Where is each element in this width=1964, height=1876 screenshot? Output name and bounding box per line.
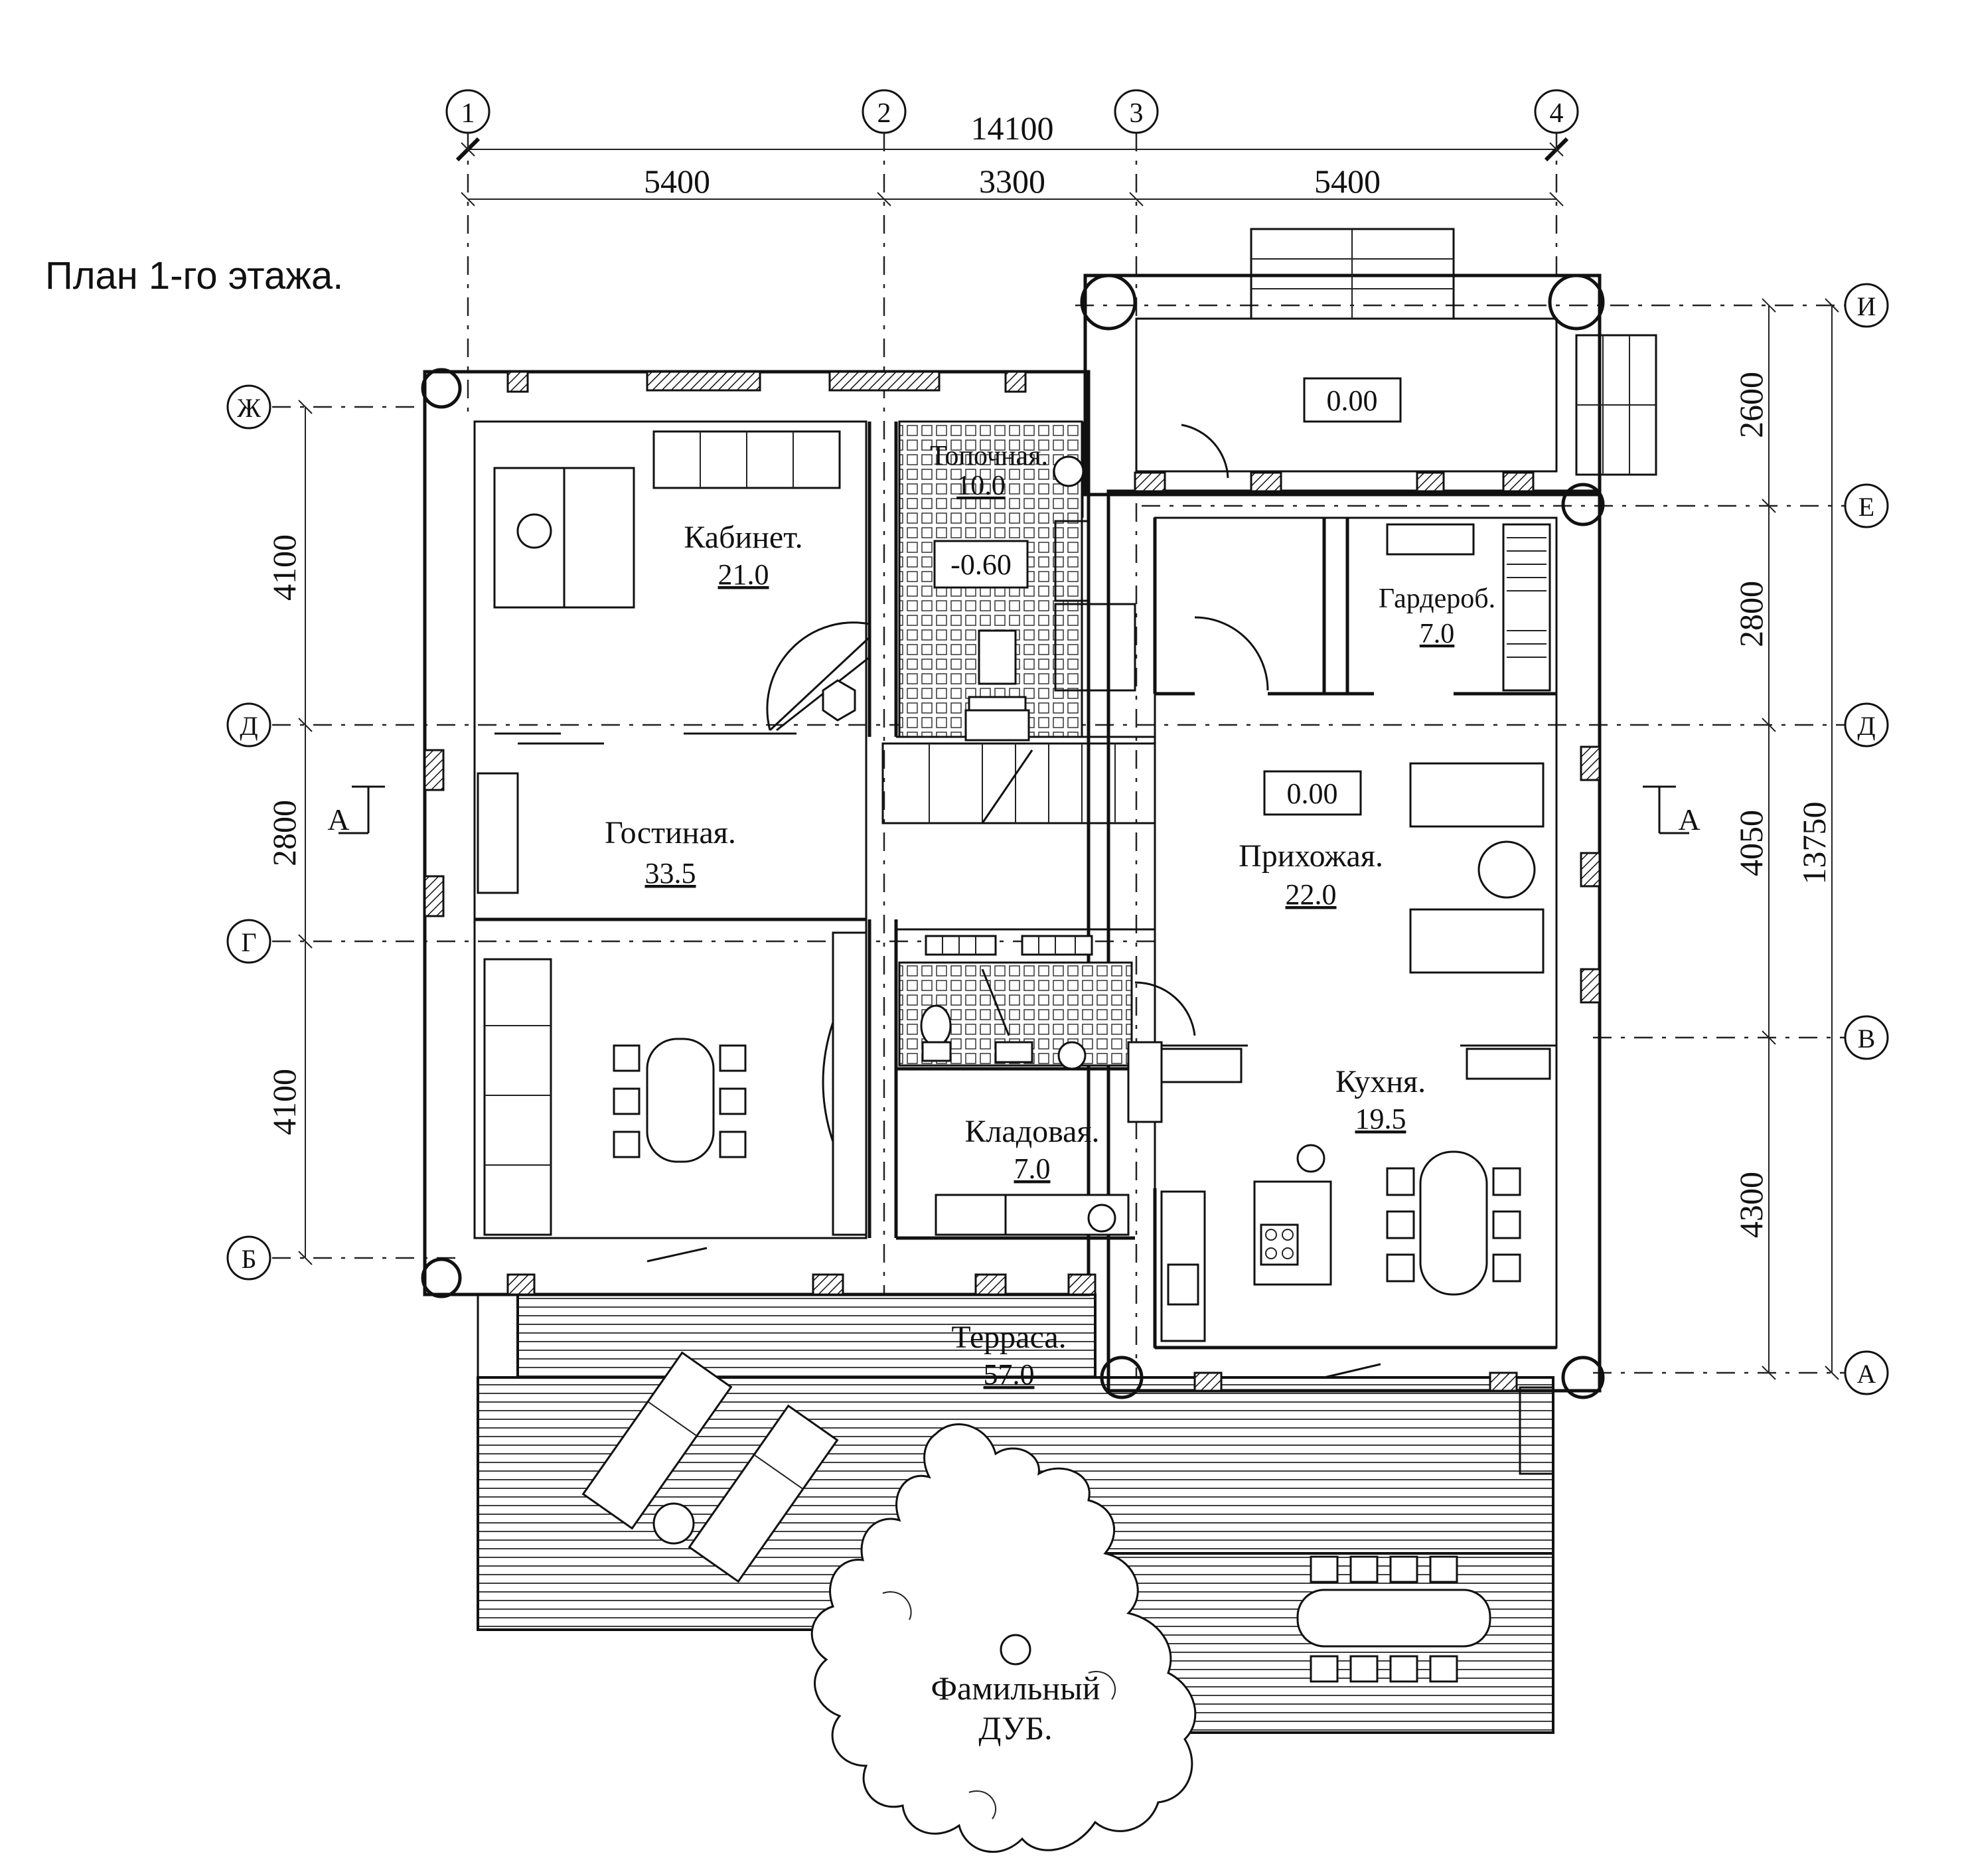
kitchen: Кухня. 19.5	[1127, 1041, 1556, 1379]
dim-right-total: 13750	[1795, 802, 1833, 885]
room-kabinet-area: 21.0	[718, 558, 769, 591]
top-dimensions: 14100 5400 3300 5400	[455, 110, 1569, 206]
dim-top-total: 14100	[971, 110, 1054, 147]
room-kuhnya-area: 19.5	[1355, 1103, 1406, 1135]
axis-row-a: А	[1857, 1359, 1876, 1389]
room-gostinaya-name: Гостиная.	[605, 815, 736, 850]
axis-col-3: 3	[1130, 98, 1144, 129]
room-topochnaya-name: Топочная.	[930, 441, 1048, 471]
level-box	[1303, 377, 1402, 423]
fireplace	[766, 621, 871, 732]
tree-line2: ДУБ.	[978, 1709, 1052, 1747]
hall: 0.00 Прихожая. 22.0	[1181, 424, 1545, 974]
door-swing-icon	[1181, 424, 1229, 479]
tree-icon: Фамильный ДУБ.	[810, 1423, 1197, 1853]
sink-icon	[1057, 1041, 1087, 1070]
room-topochnaya-area: 10.0	[956, 471, 1006, 501]
axis-row-d-right: Д	[1857, 711, 1875, 741]
level-hall: 0.00	[1287, 777, 1338, 810]
fireplace-icon	[822, 679, 856, 722]
axis-row-v: В	[1858, 1024, 1876, 1054]
dim-top-1: 5400	[644, 163, 710, 200]
axis-row-b: Б	[242, 1244, 257, 1274]
column-axes: 1 2 3 4	[445, 89, 1579, 1447]
dim-top-3: 5400	[1314, 163, 1381, 200]
room-gostinaya-area: 33.5	[645, 857, 696, 890]
dim-right-4: 4300	[1732, 1172, 1770, 1238]
section-mark-right: А	[1678, 803, 1700, 836]
door-swing-icon	[1134, 981, 1196, 1036]
dim-right-3: 4050	[1732, 810, 1770, 876]
dim-right-2: 2800	[1732, 581, 1770, 647]
axis-row-i: И	[1857, 291, 1876, 321]
sink-icon	[1167, 1263, 1199, 1306]
axis-bubble-icon	[1114, 89, 1159, 134]
house-walls	[421, 274, 1605, 1399]
axis-bubble-icon	[1534, 89, 1579, 134]
tree-line1: Фамильный	[931, 1670, 1100, 1707]
axis-col-2: 2	[877, 98, 891, 129]
left-dimensions: 4100 2800 4100	[265, 400, 313, 1265]
sink-icon	[1053, 455, 1085, 487]
study-furniture: Кабинет. 21.0	[493, 430, 841, 745]
dim-left-2: 2800	[265, 800, 303, 866]
boiler-room: -0.60 Топочная. 10.0	[898, 420, 1136, 738]
door-swing-icon	[1194, 616, 1269, 691]
level-box	[1263, 770, 1362, 816]
pantry: Кладовая. 7.0	[935, 1114, 1130, 1236]
dim-right-1: 2600	[1732, 372, 1770, 438]
room-garderob-area: 7.0	[1420, 619, 1455, 649]
room-kuhnya-name: Кухня.	[1335, 1064, 1426, 1099]
partitions	[475, 422, 1556, 1350]
dim-left-3: 4100	[265, 1069, 303, 1135]
axis-col-1: 1	[461, 98, 475, 129]
row-axes: Ж Д Г Б И Е Д В А	[226, 283, 1889, 1395]
section-mark-left: А	[327, 803, 349, 836]
axis-row-g: Г	[241, 927, 256, 957]
room-prihozhaya-area: 22.0	[1286, 878, 1337, 911]
level-box	[933, 540, 1029, 589]
room-terrasa-area: 57.0	[984, 1358, 1035, 1391]
axis-bubble-icon	[445, 89, 491, 134]
dim-left-1: 4100	[265, 534, 303, 601]
stove-icon	[1260, 1223, 1299, 1266]
axis-row-zh: Ж	[237, 393, 261, 423]
room-kabinet-name: Кабинет.	[684, 520, 802, 555]
axis-row-d-left: Д	[240, 711, 258, 741]
toilet-icon	[920, 1004, 952, 1047]
living-room: Гостиная. 33.5	[477, 772, 868, 1263]
axis-row-e: Е	[1858, 492, 1874, 522]
porch-steps: 0.00	[1250, 228, 1657, 476]
dim-top-2: 3300	[979, 163, 1045, 200]
plan-title: План 1-го этажа.	[45, 254, 343, 297]
room-kladovaya-name: Кладовая.	[964, 1114, 1099, 1149]
level-porch: 0.00	[1327, 384, 1378, 417]
room-prihozhaya-name: Прихожая.	[1239, 838, 1383, 874]
right-dimensions: 2600 2800 4050 4300 13750	[1732, 298, 1839, 1380]
room-kladovaya-area: 7.0	[1014, 1152, 1051, 1185]
stairs	[881, 709, 1156, 824]
room-garderob-name: Гардероб.	[1379, 584, 1495, 614]
axis-bubble-icon	[862, 89, 907, 134]
bathroom	[898, 935, 1196, 1070]
window-hatches	[423, 370, 1601, 1392]
section-arrow-icon: А А	[327, 785, 1700, 836]
axis-col-4: 4	[1550, 98, 1564, 129]
room-terrasa-name: Терраса.	[951, 1320, 1066, 1355]
level-boiler: -0.60	[950, 548, 1012, 581]
terrace-furniture	[581, 1351, 1491, 1683]
wardrobe: Гардероб. 7.0	[1379, 523, 1551, 692]
sink-icon	[1087, 1204, 1116, 1233]
